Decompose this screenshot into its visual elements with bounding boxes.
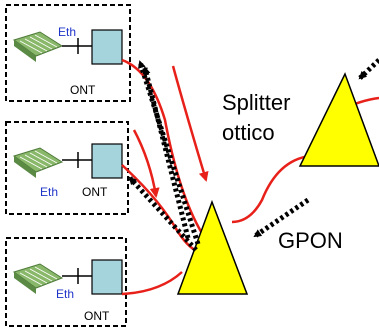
upstream-arrows [128,58,379,252]
fiber-to-terminal-1 [121,58,207,239]
downstream-flow-line-1 [171,65,209,182]
terminal-1: Eth ONT [5,4,131,102]
terminal-3-eth-label: Eth [56,287,74,301]
router-icon [12,31,64,62]
ont-device [91,143,123,179]
ont-device [91,29,123,65]
splitter-triangle-upper [298,72,379,167]
fiber-to-terminal-3 [121,271,183,296]
terminal-3-ont-label: ONT [84,309,110,323]
terminal-1-eth-label: Eth [58,25,76,39]
splitter-label-line1: Splitter [222,90,290,115]
fiber-splitter-link [231,154,311,224]
router-icon [12,147,64,178]
terminal-2-ont-label: ONT [82,185,108,199]
upstream-arrow-1 [142,66,191,239]
gpon-label: GPON [278,228,343,253]
upstream-arrow-4 [253,197,310,239]
upstream-arrow-5 [358,58,379,80]
terminal-2: Eth ONT [5,121,129,215]
downstream-flow-line-2 [132,129,160,198]
splitter-triangle-lower [176,199,249,295]
splitter-label-line2: ottico [222,120,275,145]
upstream-arrow-3 [128,176,198,252]
terminal-2-frame [5,121,129,215]
terminal-1-frame [5,4,131,102]
terminal-3: Eth ONT [5,237,127,327]
upstream-arrow-2 [137,60,201,245]
ont-device [91,259,123,295]
terminal-2-eth-label: Eth [40,185,58,199]
terminal-1-ont-label: ONT [70,83,96,97]
terminal-3-frame [5,237,127,327]
router-icon [12,263,64,294]
